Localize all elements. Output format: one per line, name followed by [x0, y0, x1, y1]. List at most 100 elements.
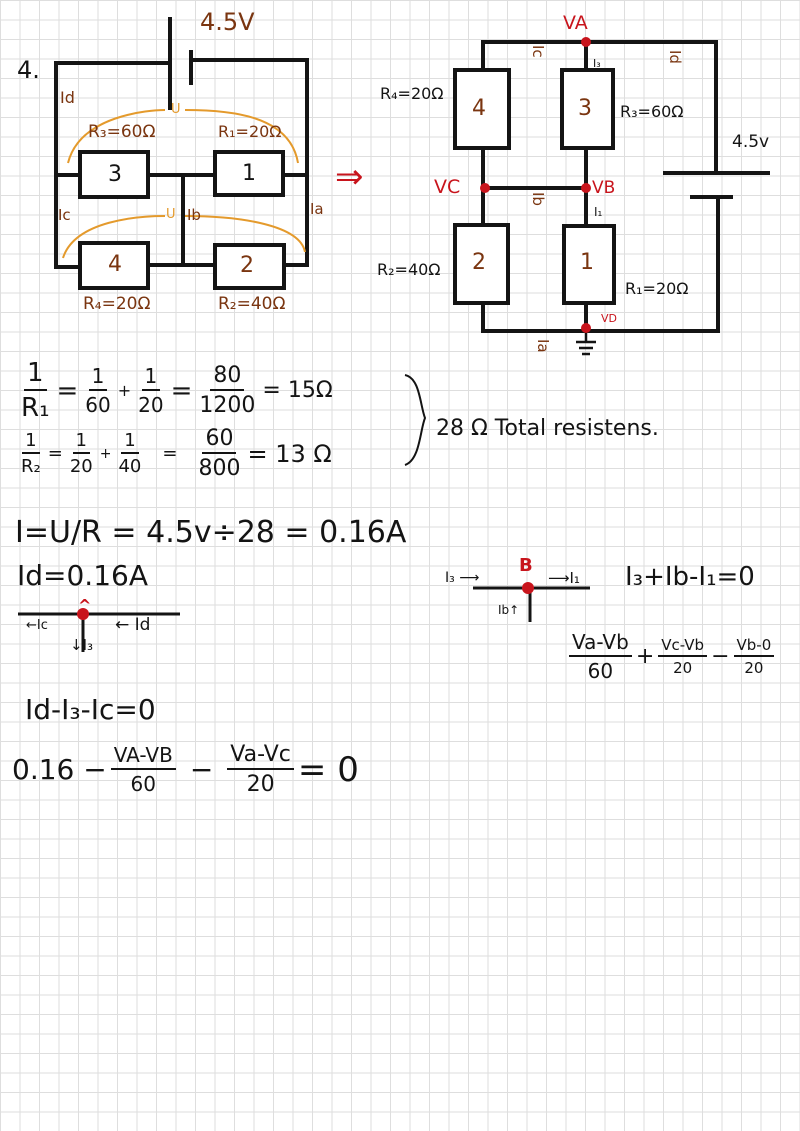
plus: + — [99, 445, 112, 462]
junction-a-i3: ↓I₃ — [70, 636, 94, 654]
num: Va-Vc — [227, 742, 294, 770]
resistor-3 — [78, 150, 150, 199]
junction-a-dot — [77, 608, 89, 620]
kcl-node-b: I₃+Ib-I₁=0 — [625, 562, 755, 592]
current-id: Id — [666, 50, 684, 64]
resistor-2-number: 2 — [240, 253, 254, 278]
den: 60 — [587, 659, 614, 683]
junction-b-dot — [522, 582, 534, 594]
r1-label: R₁=20Ω — [625, 279, 689, 298]
current-ia: Ia — [310, 200, 324, 218]
result: = 13 Ω — [247, 439, 332, 468]
den: 20 — [744, 659, 764, 677]
junction-b-ib: Ib↑ — [498, 603, 520, 617]
r2-label: R₂=40Ω — [218, 294, 286, 314]
num: VA-VB — [110, 743, 176, 770]
current-ib: Ib — [529, 192, 547, 206]
ground-icon — [576, 331, 596, 356]
voltage-arc-top — [67, 109, 299, 164]
equals: = — [47, 443, 63, 464]
resistor-2 — [453, 223, 510, 305]
den: 800 — [198, 456, 241, 481]
node-vb-label: VB — [592, 178, 616, 198]
resistor-1-number: 1 — [580, 250, 594, 275]
junction-b-i3: I₃ ⟶ — [445, 570, 480, 586]
current-ia: Ia — [534, 339, 552, 353]
circuit-1 — [54, 17, 309, 290]
node-va-label: VA — [563, 12, 588, 34]
den: R₁ — [21, 393, 50, 423]
id-value: Id=0.16A — [17, 559, 148, 592]
problem-number: 4. — [17, 56, 40, 84]
num: 1 — [88, 364, 108, 391]
ohms-law: I=U/R = 4.5v÷28 = 0.16A — [15, 515, 407, 550]
num: Vb-0 — [733, 636, 775, 657]
junction-a-ic: ←Ic — [26, 618, 48, 633]
r3-label: R₃=60Ω — [88, 122, 156, 142]
num: 1 — [22, 430, 40, 454]
resistor-3-number: 3 — [578, 96, 592, 121]
resistor-4 — [453, 68, 511, 150]
num: 1 — [72, 430, 90, 454]
node-c — [480, 183, 490, 193]
equals: = — [162, 443, 178, 464]
num: 1 — [23, 358, 47, 391]
resistor-3-number: 3 — [108, 162, 122, 187]
resistor-2-number: 2 — [472, 250, 486, 275]
den: 20 — [138, 393, 164, 417]
node-a — [581, 37, 591, 47]
r3-label: R₃=60Ω — [620, 102, 684, 121]
plus: + — [117, 381, 132, 400]
resistor-1-number: 1 — [242, 161, 256, 186]
den: 60 — [85, 393, 111, 417]
den: R₂ — [21, 456, 41, 477]
equals: = — [170, 375, 193, 406]
wire-top — [481, 40, 718, 173]
voltage-bottom: U — [166, 207, 176, 222]
kcl-node-a: Id-I₃-Ic=0 — [25, 693, 156, 726]
resistor-4-number: 4 — [108, 252, 122, 277]
junction-a-marker: ^ — [78, 596, 92, 615]
current-ic: Ic — [529, 45, 547, 58]
wire-left — [54, 61, 170, 269]
num: 80 — [210, 363, 245, 391]
den: 20 — [673, 659, 693, 677]
end: = 0 — [297, 749, 359, 790]
node-vc-label: VC — [434, 176, 461, 198]
wire-bottom — [481, 197, 720, 333]
plus: + — [635, 644, 655, 669]
node-d — [581, 323, 591, 333]
node-vd-label: VD — [601, 312, 617, 325]
minus: − — [189, 753, 214, 786]
r4-label: R₄=20Ω — [380, 84, 444, 103]
equals: = — [56, 375, 79, 406]
r2-label: R₂=40Ω — [377, 260, 441, 279]
num: 60 — [202, 426, 237, 454]
result: = 15Ω — [262, 378, 333, 403]
minus: − — [711, 644, 730, 669]
den: 1200 — [199, 393, 256, 418]
current-ic: Ic — [58, 206, 71, 224]
den: 20 — [69, 456, 93, 477]
total-resistance: 28 Ω Total resistens. — [436, 416, 659, 441]
voltage-arc-bottom — [62, 215, 306, 259]
wire-right — [191, 58, 309, 267]
start: 0.16 − — [12, 753, 107, 786]
r4-label: R₄=20Ω — [83, 294, 151, 314]
battery-label: 4.5v — [732, 132, 770, 152]
voltage-top: U — [171, 102, 181, 117]
current-ib: Ib — [187, 206, 201, 224]
junction-b-i1: ⟶I₁ — [548, 569, 580, 587]
node-b — [581, 183, 591, 193]
circuit-2 — [453, 40, 770, 356]
num: 1 — [121, 430, 139, 454]
brace — [404, 374, 427, 466]
resistor-4-number: 4 — [472, 96, 486, 121]
current-id: Id — [60, 88, 75, 107]
battery-label: 4.5V — [200, 8, 255, 36]
